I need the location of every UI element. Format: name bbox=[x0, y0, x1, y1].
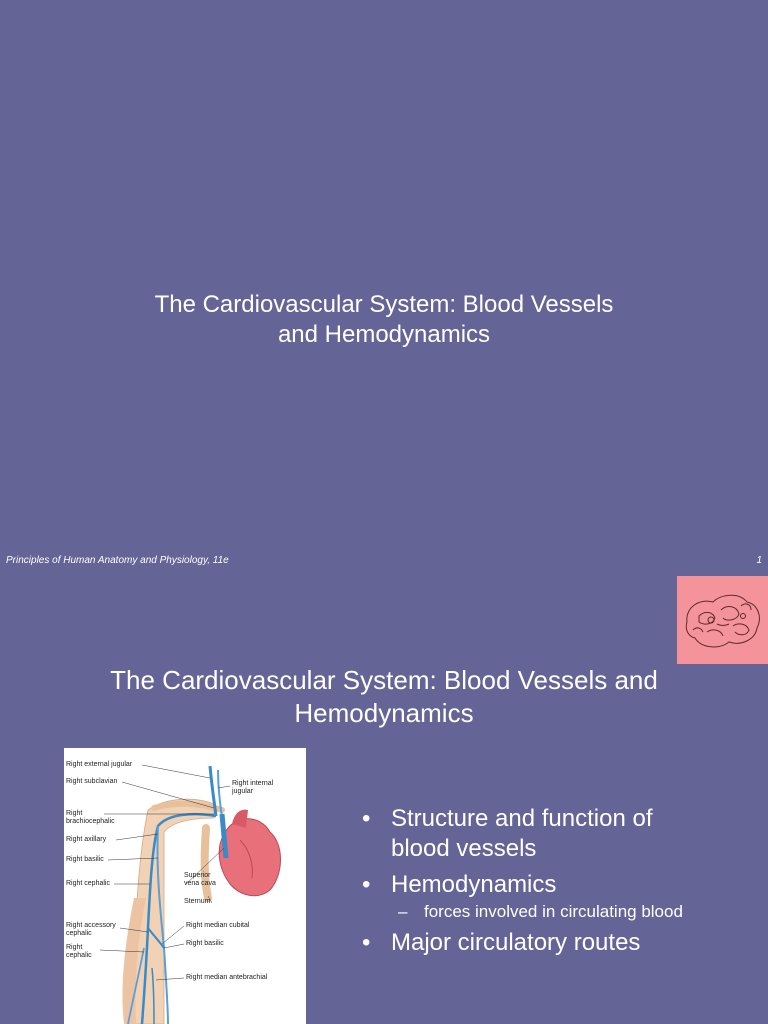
bullet-text: Structure and function of bbox=[391, 805, 653, 832]
slide-1-title-line2: and Hemodynamics bbox=[277, 321, 491, 348]
label-superior-vena-cava: Superior vena cava bbox=[184, 872, 216, 887]
slide-2-title-line2: Hemodynamics bbox=[294, 698, 474, 728]
footer-book-title: Principles of Human Anatomy and Physiolo… bbox=[6, 555, 229, 566]
heart-thumbnail-image bbox=[677, 576, 768, 664]
bullet-symbol: • bbox=[362, 805, 371, 832]
bullet-text-continued: blood vessels bbox=[391, 835, 537, 862]
label-right-cephalic-lower: Right cephalic bbox=[66, 944, 92, 959]
label-sternum: Sternum bbox=[184, 898, 211, 905]
slide-1: The Cardiovascular System: Blood Vessels… bbox=[0, 290, 768, 566]
slide-1-title: The Cardiovascular System: Blood Vessels… bbox=[0, 290, 768, 350]
label-right-median-cubital: Right median cubital bbox=[186, 922, 250, 929]
bullet-list: • Structure and function of blood vessel… bbox=[362, 804, 762, 964]
label-right-brachiocephalic: Right brachiocephalic bbox=[66, 810, 115, 825]
sub-bullet-item: – forces involved in circulating blood bbox=[362, 902, 762, 922]
slide-1-title-line1: The Cardiovascular System: Blood Vessels bbox=[154, 291, 614, 318]
arm-veins-illustration bbox=[99, 764, 281, 1024]
label-right-basilic: Right basilic bbox=[66, 856, 104, 863]
page-number: 1 bbox=[756, 555, 762, 566]
label-right-cephalic: Right cephalic bbox=[66, 880, 110, 887]
slide-2-title-line1: The Cardiovascular System: Blood Vessels… bbox=[110, 665, 658, 695]
label-right-basilic-lower: Right basilic bbox=[186, 940, 224, 947]
bullet-symbol: • bbox=[362, 871, 371, 898]
bullet-text: Major circulatory routes bbox=[391, 929, 641, 956]
heart-sketch-icon bbox=[685, 594, 760, 648]
label-right-axillary: Right axillary bbox=[66, 836, 107, 843]
sub-bullet-text: forces involved in circulating blood bbox=[424, 902, 683, 921]
slide-2: The Cardiovascular System: Blood Vessels… bbox=[0, 576, 768, 1024]
label-right-median-antebrachial: Right median antebrachial bbox=[186, 974, 268, 981]
label-right-subclavian: Right subclavian bbox=[66, 778, 118, 785]
label-right-internal-jugular: Right internal jugular bbox=[232, 780, 274, 795]
bullet-item: • Hemodynamics bbox=[362, 870, 762, 900]
bullet-item: • Major circulatory routes bbox=[362, 928, 762, 958]
veins-anatomy-figure: Right external jugular Right subclavian … bbox=[64, 748, 306, 1024]
slide-2-title: The Cardiovascular System: Blood Vessels… bbox=[0, 664, 768, 730]
bullet-symbol: • bbox=[362, 929, 371, 956]
label-right-accessory-cephalic: Right accessory cephalic bbox=[66, 922, 116, 937]
bullet-text: Hemodynamics bbox=[391, 871, 557, 898]
label-right-external-jugular: Right external jugular bbox=[66, 761, 133, 768]
dash-symbol: – bbox=[398, 902, 408, 921]
bullet-item: • Structure and function of blood vessel… bbox=[362, 804, 762, 864]
